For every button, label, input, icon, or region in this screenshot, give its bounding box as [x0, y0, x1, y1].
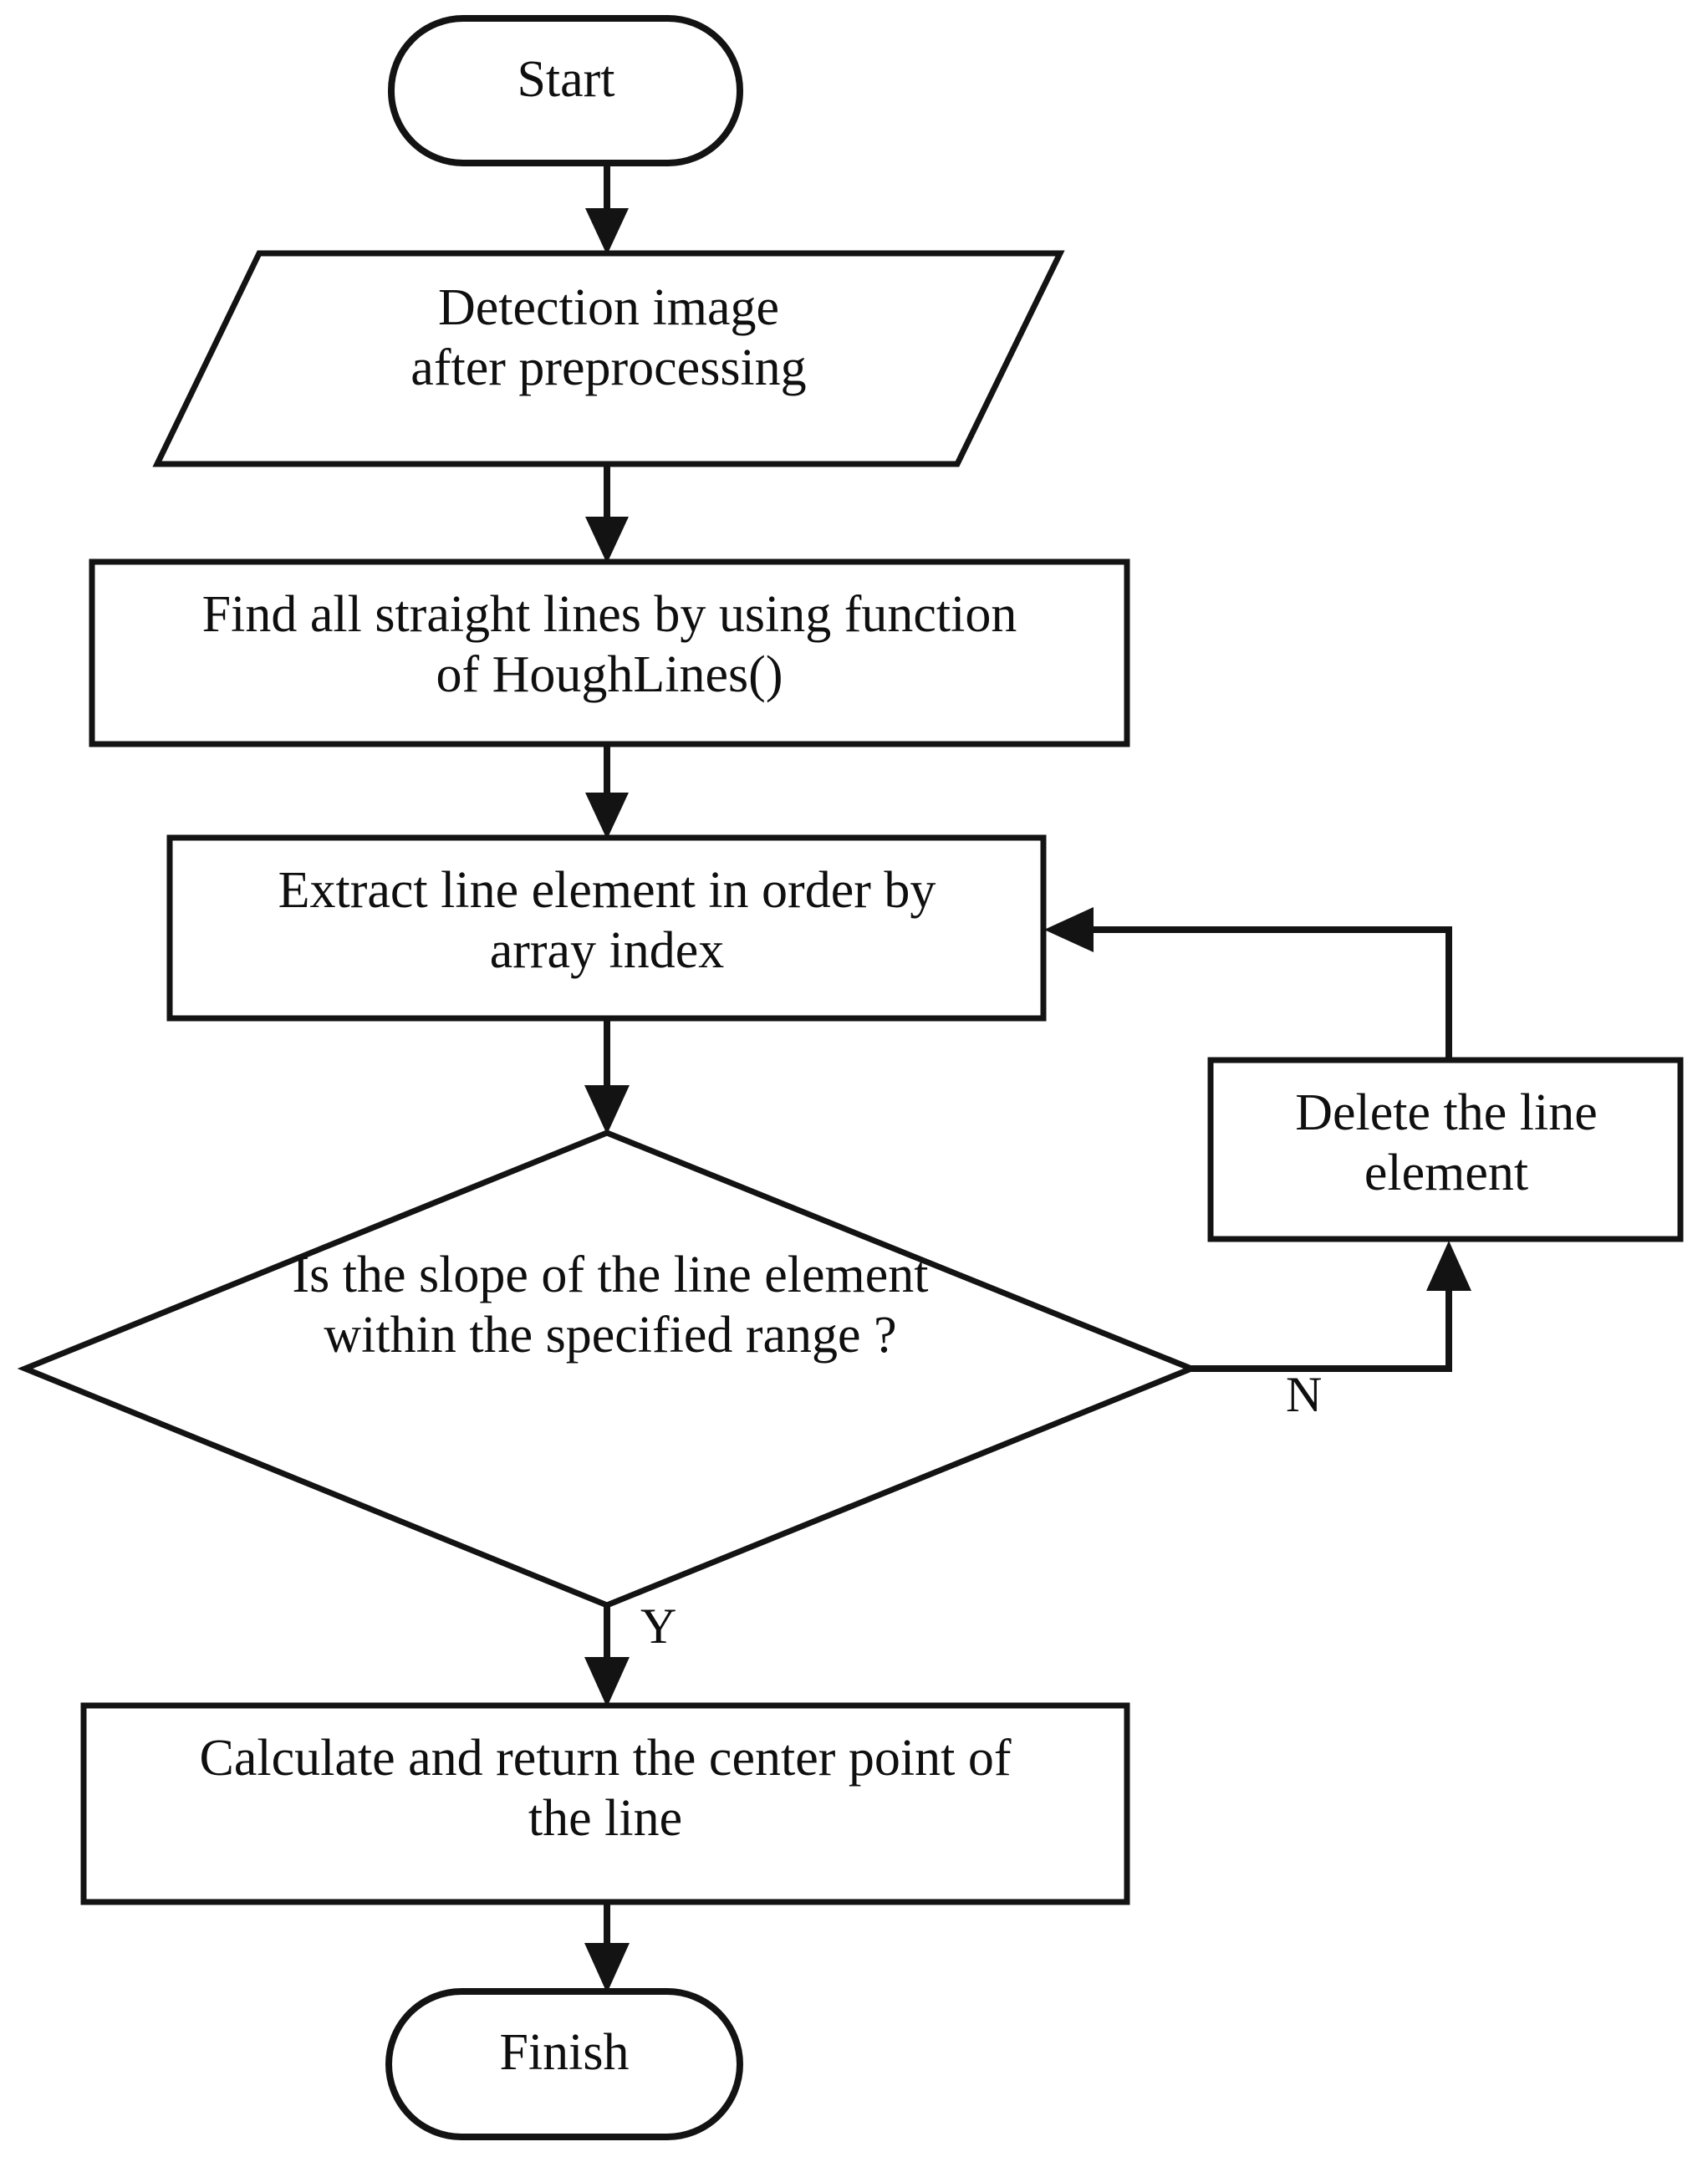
node-shape-finish — [385, 1988, 743, 2140]
node-shape-input-image — [152, 250, 1065, 467]
edge-start-to-input-image — [585, 163, 629, 255]
edge-slope-check-to-calculate-center — [584, 1605, 630, 1707]
node-shape-extract-line — [166, 834, 1047, 1022]
edge-calculate-center-to-finish — [584, 1902, 630, 1993]
edge-find-lines-to-extract-line — [585, 744, 629, 839]
node-shape-delete-line — [1207, 1057, 1684, 1242]
node-shape-calculate-center — [80, 1702, 1130, 1905]
edge-extract-line-to-slope-check — [584, 1018, 630, 1135]
edge-delete-line-to-extract-line — [1044, 907, 1452, 1060]
node-shape-slope-check — [17, 1129, 1200, 1609]
node-shape-start — [388, 15, 743, 166]
node-shape-find-lines — [89, 558, 1130, 747]
edge-input-image-to-find-lines — [585, 464, 629, 563]
edge-slope-check-to-delete-line — [1191, 1241, 1471, 1372]
